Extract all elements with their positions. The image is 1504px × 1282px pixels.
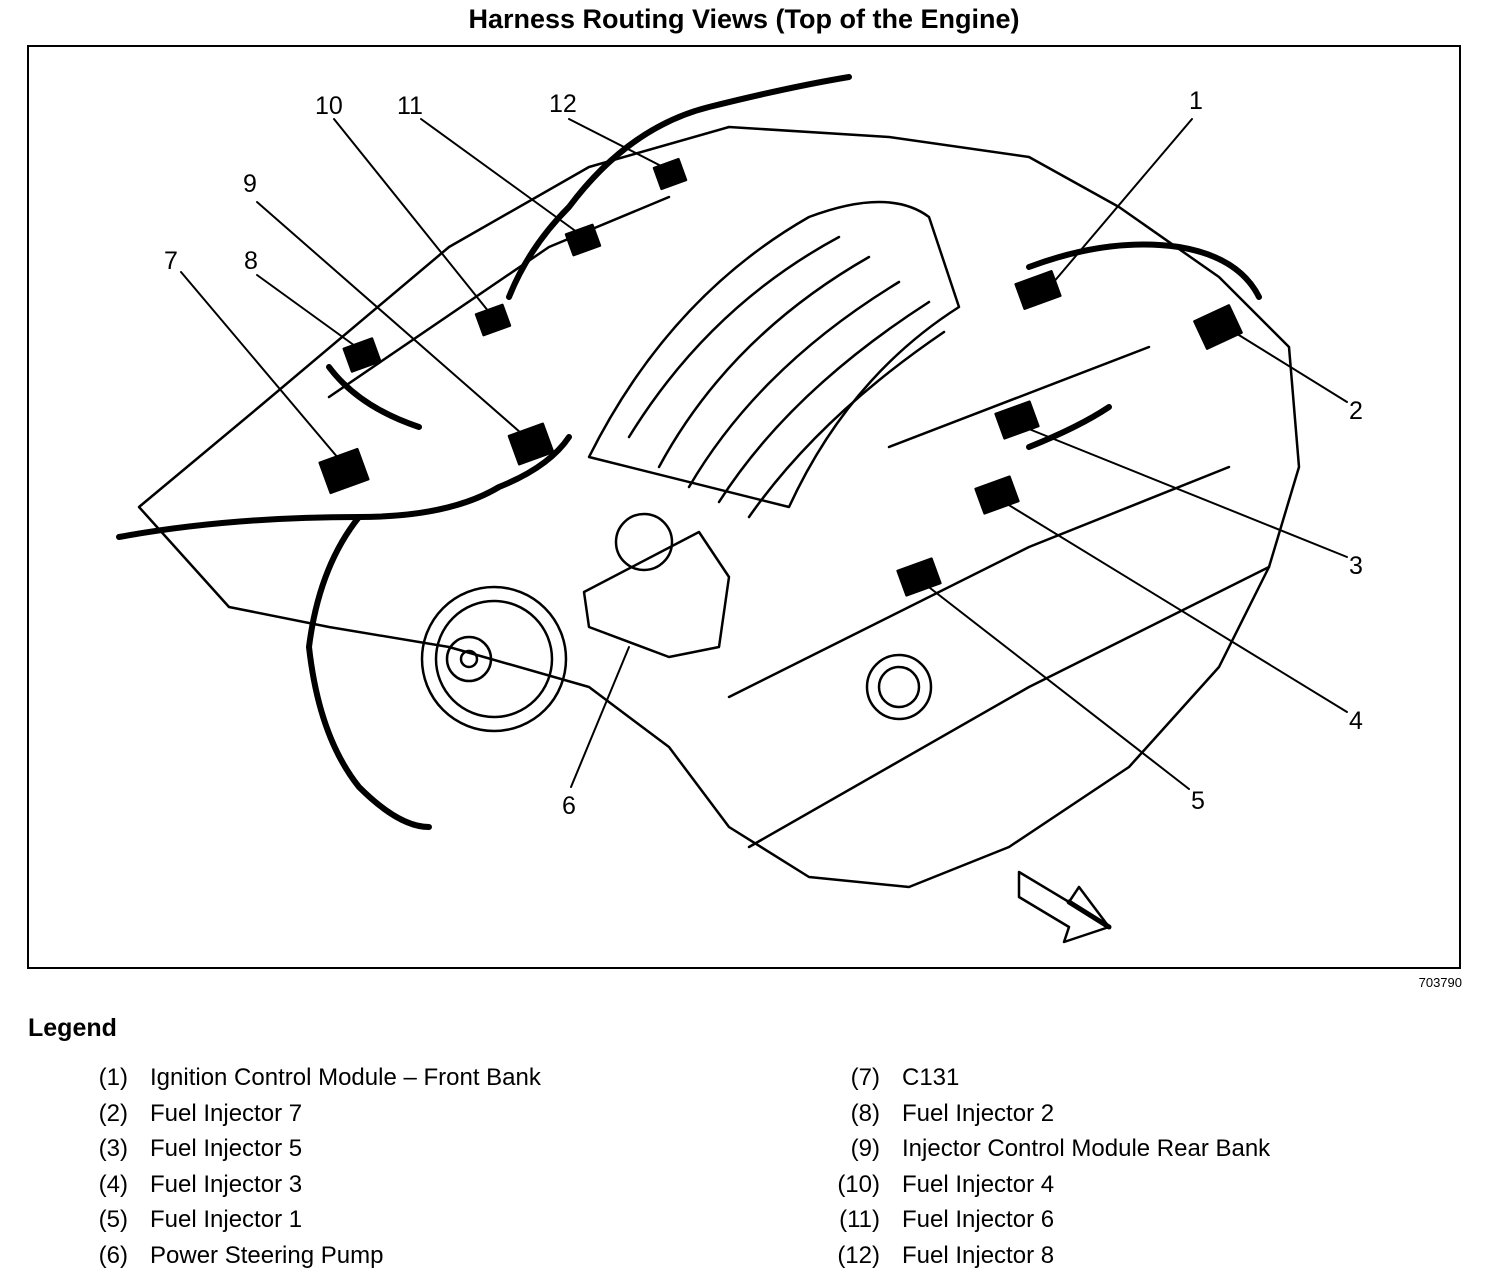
legend-item: (11) Fuel Injector 6 [839, 1206, 1270, 1242]
callout-label-1: 1 [1189, 87, 1203, 115]
legend-text: Fuel Injector 8 [902, 1241, 1055, 1269]
legend-item: (6) Power Steering Pump [99, 1241, 541, 1278]
legend-text: Fuel Injector 4 [902, 1170, 1055, 1198]
legend-item: (2) Fuel Injector 7 [99, 1099, 541, 1136]
legend-title: Legend [28, 1014, 117, 1042]
legend-text: Fuel Injector 7 [150, 1099, 303, 1127]
callout-label-12: 12 [549, 90, 577, 118]
legend-item: (12) Fuel Injector 8 [837, 1241, 1270, 1278]
intake-manifold [587, 200, 961, 519]
callout-label-4: 4 [1349, 707, 1363, 735]
legend-text: C131 [902, 1064, 960, 1091]
callout-label-2: 2 [1349, 397, 1363, 425]
legend-item: (7) C131 [851, 1064, 1270, 1100]
legend-item: (9) Injector Control Module Rear Bank [851, 1135, 1271, 1171]
legend-number: (10) [837, 1170, 880, 1198]
legend-text: Injector Control Module Rear Bank [902, 1135, 1271, 1163]
legend-number: (4) [98, 1170, 128, 1198]
callout-label-9: 9 [243, 170, 257, 198]
legend-number: (6) [98, 1241, 128, 1269]
callout-label-6: 6 [562, 792, 576, 820]
engine-illustration-frame: 1 2 3 4 5 6 7 8 9 10 11 12 [27, 45, 1461, 969]
engine-block-outline [137, 125, 1301, 889]
legend-column-right: (7) C131 (8) Fuel Injector 2 (9) Injector C… [837, 1064, 1271, 1278]
callout-label-10: 10 [315, 92, 343, 120]
callout-label-11: 11 [397, 92, 423, 120]
legend-item: (1) Ignition Control Module – Front Bank [99, 1064, 541, 1100]
legend-number: (11) [839, 1206, 880, 1234]
legend-number: (3) [98, 1135, 128, 1163]
legend-number: (8) [850, 1099, 880, 1127]
legend-text: Ignition Control Module – Front Bank [150, 1064, 541, 1091]
callout-labels: 1 2 3 4 5 6 7 8 9 10 11 12 [164, 87, 1363, 820]
legend-number: (2) [98, 1099, 128, 1127]
front-direction-arrow-icon [1017, 870, 1112, 944]
legend-number: (7) [850, 1064, 880, 1091]
diagram-title: Harness Routing Views (Top of the Engine… [468, 4, 1020, 34]
power-steering-pump [420, 512, 731, 733]
legend-text: Power Steering Pump [150, 1241, 384, 1269]
oil-fill-cap [865, 653, 933, 721]
legend-number: (1) [98, 1064, 128, 1091]
callout-label-3: 3 [1349, 552, 1363, 580]
legend-number: (5) [98, 1206, 128, 1234]
legend-item: (8) Fuel Injector 2 [851, 1099, 1270, 1136]
legend-number: (12) [837, 1241, 880, 1269]
legend-text: Fuel Injector 3 [150, 1170, 303, 1198]
legend-item: (5) Fuel Injector 1 [99, 1206, 541, 1242]
legend-item: (4) Fuel Injector 3 [99, 1170, 541, 1207]
legend-text: Fuel Injector 5 [150, 1135, 303, 1163]
callout-label-8: 8 [244, 247, 258, 275]
legend-item: (3) Fuel Injector 5 [99, 1135, 541, 1171]
callout-label-5: 5 [1191, 787, 1205, 815]
leader-lines [180, 118, 1348, 790]
callout-label-7: 7 [164, 247, 178, 275]
legend-text: Fuel Injector 2 [902, 1099, 1055, 1127]
wiring-harness [116, 74, 1262, 830]
engine-illustration: 1 2 3 4 5 6 7 8 9 10 11 12 [116, 74, 1363, 944]
legend-column-left: (1)Ignition Control Module – Front Bank … [99, 1064, 541, 1278]
legend-number: (9) [850, 1135, 880, 1163]
legend-text: Fuel Injector 1 [150, 1206, 303, 1234]
figure-id: 703790 [1418, 975, 1462, 990]
legend-item: (10) Fuel Injector 4 [837, 1170, 1270, 1207]
legend-text: Fuel Injector 6 [902, 1206, 1055, 1234]
